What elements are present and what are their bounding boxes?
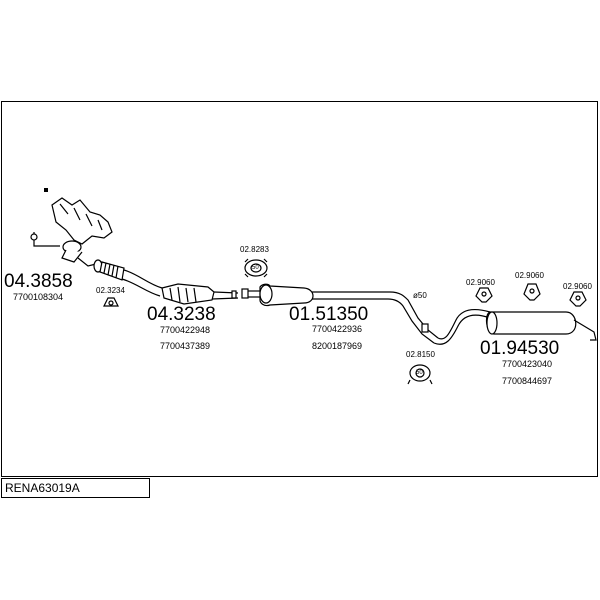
fitting-label-hanger-1: 02.9060 xyxy=(466,278,495,287)
fitting-ring-bottom xyxy=(407,364,433,385)
part-number-front-silencer: 01.51350 xyxy=(289,304,369,325)
hanger-3 xyxy=(569,291,587,307)
intermediate-pipe xyxy=(312,291,439,344)
part-number-manifold: 04.3858 xyxy=(4,271,73,292)
ring-size-label-top: 50 xyxy=(252,265,259,271)
part-ref-catalyst-2: 7700437389 xyxy=(160,341,211,351)
part-ref-catalyst-1: 7700422948 xyxy=(160,325,211,335)
hanger-2 xyxy=(523,283,541,301)
ring-size-label-bottom: 50 xyxy=(416,370,423,376)
part-ref-front-silencer-2: 8200187969 xyxy=(312,341,363,351)
kit-code-box: RENA63019A xyxy=(1,478,150,498)
exhaust-manifold xyxy=(30,197,113,267)
fitting-label-hanger-2: 02.9060 xyxy=(515,271,544,280)
fitting-ring-top xyxy=(244,258,268,278)
catalytic-converter xyxy=(161,283,239,305)
marker-square xyxy=(44,188,48,192)
front-silencer xyxy=(241,283,314,307)
hanger-1 xyxy=(475,287,493,303)
flex-pipe xyxy=(93,259,163,297)
fitting-label-ring-top: 02.8283 xyxy=(240,245,269,254)
diameter-label: ø50 xyxy=(413,291,427,300)
kit-code: RENA63019A xyxy=(5,481,80,495)
diagram-frame xyxy=(1,101,598,477)
fitting-label-hanger-3: 02.9060 xyxy=(563,282,592,291)
fitting-clamp xyxy=(103,297,119,307)
part-ref-rear-silencer-2: 7700844697 xyxy=(502,376,553,386)
fitting-label-clamp: 02.3234 xyxy=(96,286,125,295)
part-number-rear-silencer: 01.94530 xyxy=(480,338,560,359)
part-ref-rear-silencer-1: 7700423040 xyxy=(502,359,553,369)
fitting-label-ring-bottom: 02.8150 xyxy=(406,350,435,359)
part-ref-manifold-1: 7700108304 xyxy=(13,292,64,302)
part-ref-front-silencer-1: 7700422936 xyxy=(312,324,363,334)
rear-silencer xyxy=(433,309,597,345)
part-number-catalyst: 04.3238 xyxy=(147,304,216,325)
